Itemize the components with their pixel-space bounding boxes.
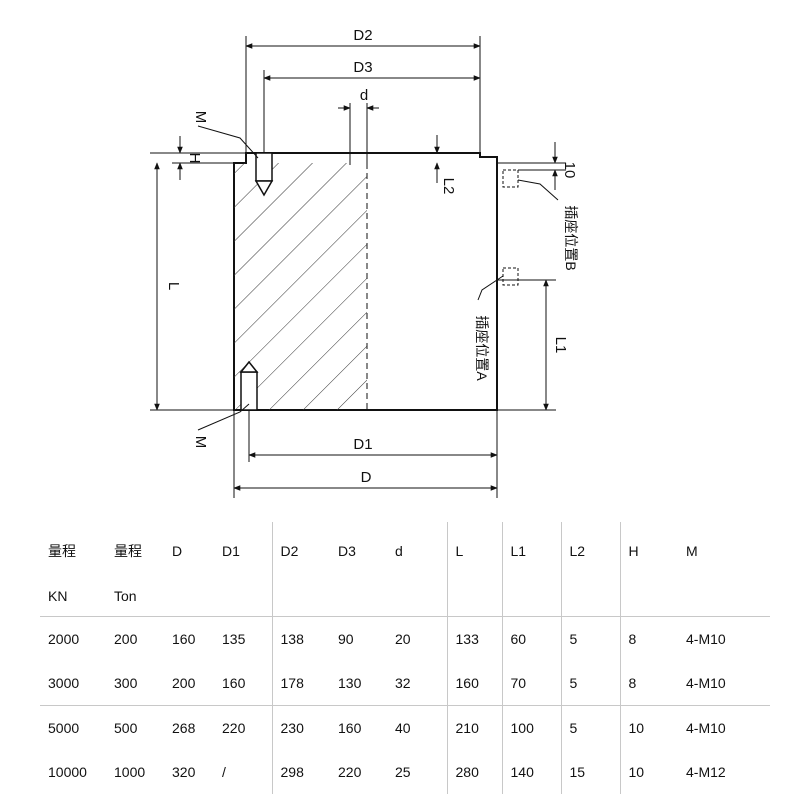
- table-cell: 130: [338, 675, 362, 691]
- table-cell: /: [222, 764, 226, 780]
- table-cell: 5: [560, 616, 620, 661]
- header-cell: 量程: [114, 543, 142, 559]
- table-cell: 8: [619, 661, 678, 706]
- table-cell: 10: [619, 750, 678, 794]
- dim-label-m-top: M: [192, 111, 209, 124]
- dim-label-d2: D2: [353, 27, 372, 44]
- table-cell: 60: [501, 616, 561, 661]
- table-cell: 320: [172, 764, 196, 780]
- table-cell: 5: [560, 661, 620, 706]
- dim-label-l: L: [165, 282, 182, 290]
- table-cell: 178: [271, 661, 330, 706]
- table-cell: 20: [387, 616, 447, 661]
- table-cell: 5000: [40, 705, 106, 750]
- table-cell: 4-M12: [686, 764, 726, 780]
- unit-cell: Ton: [114, 588, 137, 604]
- table-cell: 220: [338, 764, 362, 780]
- table-cell: 40: [387, 705, 447, 750]
- table-units-row: KN Ton: [40, 576, 770, 617]
- header-cell: D1: [222, 543, 240, 559]
- table-cell: 100: [501, 705, 561, 750]
- dimension-drawing: D2 D3 d M H L M D1 D L2 10 L1 插座位置B 插座位置…: [150, 27, 579, 498]
- socket-a-label: 插座位置A: [474, 315, 490, 381]
- table-cell: 160: [164, 616, 214, 661]
- table-cell: 230: [271, 705, 330, 750]
- table-cell: 200: [106, 616, 164, 661]
- table-cell: 200: [172, 675, 196, 691]
- dim-label-m-bottom: M: [192, 436, 209, 449]
- table-cell: 135: [214, 616, 272, 661]
- dim-label-10: 10: [561, 162, 578, 179]
- header-cell: L1: [501, 522, 561, 576]
- table-cell: 160: [330, 705, 387, 750]
- table-cell: 138: [271, 616, 330, 661]
- socket-a-marker: [502, 267, 519, 286]
- table-cell: 3000: [48, 675, 80, 691]
- dim-label-l2: L2: [440, 178, 457, 195]
- table-cell: 5: [560, 705, 620, 750]
- table-cell: 160: [222, 675, 246, 691]
- header-cell: L2: [560, 522, 620, 576]
- spec-table: 量程 量程 D D1 D2 D3 d L L1 L2 H M KN Ton 20…: [40, 522, 770, 794]
- top-screw-hole: [254, 152, 274, 197]
- table-cell: 280: [446, 750, 502, 794]
- table-cell: 70: [501, 661, 561, 706]
- table-cell: 32: [395, 675, 411, 691]
- table-cell: 90: [330, 616, 387, 661]
- dim-label-d3: D3: [353, 59, 372, 76]
- header-cell: D2: [271, 522, 330, 576]
- dim-label-d: d: [360, 87, 368, 104]
- dim-label-d1: D1: [353, 436, 372, 453]
- table-header-row: 量程 量程 D D1 D2 D3 d L L1 L2 H M: [40, 522, 770, 576]
- header-cell: 量程: [48, 543, 76, 559]
- table-cell: 300: [114, 675, 138, 691]
- bottom-screw-hole: [239, 360, 259, 411]
- socket-b-marker: [502, 169, 519, 188]
- table-cell: 210: [446, 705, 502, 750]
- table-cell: 10: [619, 705, 678, 750]
- header-cell: D3: [338, 543, 356, 559]
- header-cell: D: [172, 543, 183, 559]
- table-cell: 133: [446, 616, 502, 661]
- table-cell: 268: [164, 705, 214, 750]
- header-cell: M: [686, 543, 698, 559]
- table-cell: 500: [106, 705, 164, 750]
- table-cell: 220: [214, 705, 272, 750]
- header-cell: H: [619, 522, 678, 576]
- table-cell: 4-M10: [678, 705, 770, 750]
- table-cell: 4-M10: [686, 675, 726, 691]
- dim-label-d-outer: D: [361, 469, 372, 486]
- table-cell: 10000: [48, 764, 87, 780]
- table-cell: 160: [446, 661, 502, 706]
- header-cell: d: [395, 543, 403, 559]
- table-cell: 8: [619, 616, 678, 661]
- table-cell: 1000: [114, 764, 146, 780]
- dim-label-l1: L1: [552, 337, 569, 354]
- table-cell: 2000: [40, 616, 106, 661]
- table-cell: 25: [395, 764, 411, 780]
- table-cell: 4-M10: [678, 616, 770, 661]
- hatched-section: [234, 163, 367, 410]
- unit-cell: KN: [48, 588, 68, 604]
- table-cell: 140: [501, 750, 561, 794]
- table-cell: 15: [560, 750, 620, 794]
- dim-label-h: H: [186, 153, 203, 164]
- table-cell: 298: [271, 750, 330, 794]
- header-cell: L: [446, 522, 502, 576]
- socket-b-label: 插座位置B: [563, 205, 579, 270]
